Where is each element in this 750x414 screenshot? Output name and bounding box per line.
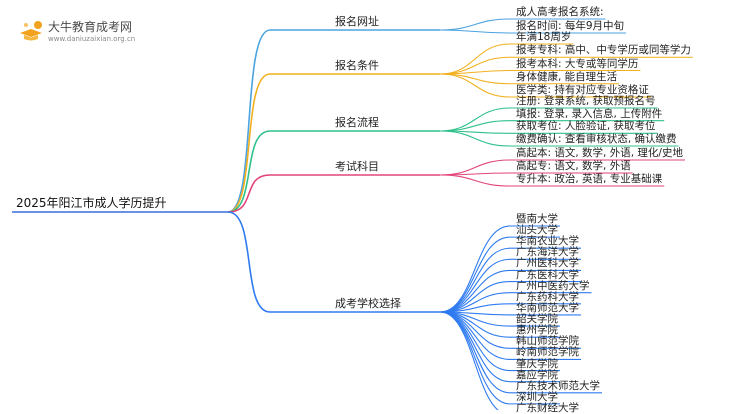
- leaf-connector: [439, 236, 511, 313]
- site-logo: 大牛教育成考网 www.daniuzaixian.org.cn: [18, 16, 178, 50]
- leaf-label: 填报: 登录, 录入信息, 上传附件: [516, 107, 663, 120]
- leaf-label: 报考专科: 高中、中专学历或同等学力: [516, 44, 691, 57]
- leaf-connector: [439, 311, 511, 372]
- leaf-connector: [439, 174, 511, 187]
- leaf-label: 广东技术师范大学: [516, 379, 600, 392]
- leaf-label: 汕头大学: [516, 224, 558, 237]
- branch-label: 报名网址: [335, 15, 379, 28]
- leaf-label: 报考本科: 大专或等同学历: [516, 57, 639, 70]
- leaf-label: 惠州学院: [516, 324, 558, 337]
- leaf-label: 岭南师范学院: [516, 346, 579, 359]
- leaf-label: 广州医科大学: [516, 257, 579, 270]
- leaf-connector: [439, 311, 499, 410]
- leaf-label: 广州中医药大学: [516, 279, 590, 292]
- leaf-connector: [439, 18, 511, 31]
- leaf-connector: [439, 258, 511, 313]
- leaf-label: 韶关学院: [516, 313, 558, 326]
- leaf-label: 报名时间: 每年9月中旬: [516, 20, 625, 32]
- branch-connector: [227, 174, 271, 213]
- leaf-label: 高起本: 语文, 数学, 外语, 理化/史地: [516, 147, 683, 159]
- leaf-connector: [439, 56, 511, 75]
- leaf-label: 广东海洋大学: [516, 246, 579, 259]
- leaf-label: 广东财经大学: [516, 402, 579, 414]
- leaf-connector: [439, 69, 511, 75]
- leaf-label: 注册: 登录系统, 获取预报名号: [516, 95, 656, 107]
- leaf-connector: [439, 73, 511, 85]
- leaf-label: 年满18周岁: [516, 31, 572, 43]
- leaf-connector: [439, 29, 511, 34]
- leaf-connector: [439, 225, 511, 313]
- leaf-label: 医学类: 持有对应专业资格证: [516, 84, 649, 96]
- leaf-label: 获取考位: 人脸验证, 获取考位: [516, 120, 656, 133]
- root-topic: 2025年阳江市成人学历提升: [16, 196, 167, 210]
- leaf-connector: [439, 247, 511, 313]
- branch-connector: [227, 130, 271, 213]
- logo-title: 大牛教育成考网: [48, 20, 133, 34]
- leaf-connector: [439, 130, 511, 147]
- leaf-label: 高起专: 语文, 数学, 外语: [516, 160, 631, 172]
- leaf-connector: [439, 73, 511, 98]
- leaf-connector: [439, 269, 511, 313]
- leaf-label: 嘉应学院: [516, 368, 558, 381]
- leaf-label: 华南师范大学: [516, 301, 579, 314]
- branch-connector: [227, 73, 271, 213]
- branch-connector: [227, 29, 271, 213]
- branch-label: 报名流程: [335, 116, 379, 129]
- leaf-connector: [439, 107, 511, 132]
- leaf-label: 韩山师范学院: [516, 335, 579, 348]
- branch-label: 考试科目: [335, 160, 379, 173]
- branch-label: 报名条件: [335, 59, 379, 72]
- leaf-label: 广东药科大学: [516, 290, 579, 303]
- leaf-connector: [439, 43, 511, 75]
- branch-connector: [227, 211, 271, 313]
- leaf-label: 华南农业大学: [516, 235, 579, 248]
- logo-url: www.daniuzaixian.org.cn: [48, 35, 136, 43]
- leaf-label: 专升本: 政治, 英语, 专业基础课: [516, 173, 663, 185]
- leaf-connector: [439, 120, 511, 132]
- leaf-label: 暨南大学: [516, 213, 558, 225]
- leaf-label: 身体健康, 能自理生活: [516, 70, 618, 83]
- leaf-label: 缴费确认: 查看审核状态, 确认缴费: [516, 133, 677, 145]
- leaf-label: 成人高考报名系统:: [516, 6, 604, 18]
- leaf-connector: [439, 311, 511, 349]
- branch-label: 成考学校选择: [335, 297, 401, 310]
- leaf-label: 广东医科大学: [516, 268, 579, 281]
- leaf-label: 深圳大学: [516, 390, 558, 403]
- leaf-label: 肇庆学院: [516, 357, 558, 370]
- graduation-cap-icon: [20, 21, 42, 41]
